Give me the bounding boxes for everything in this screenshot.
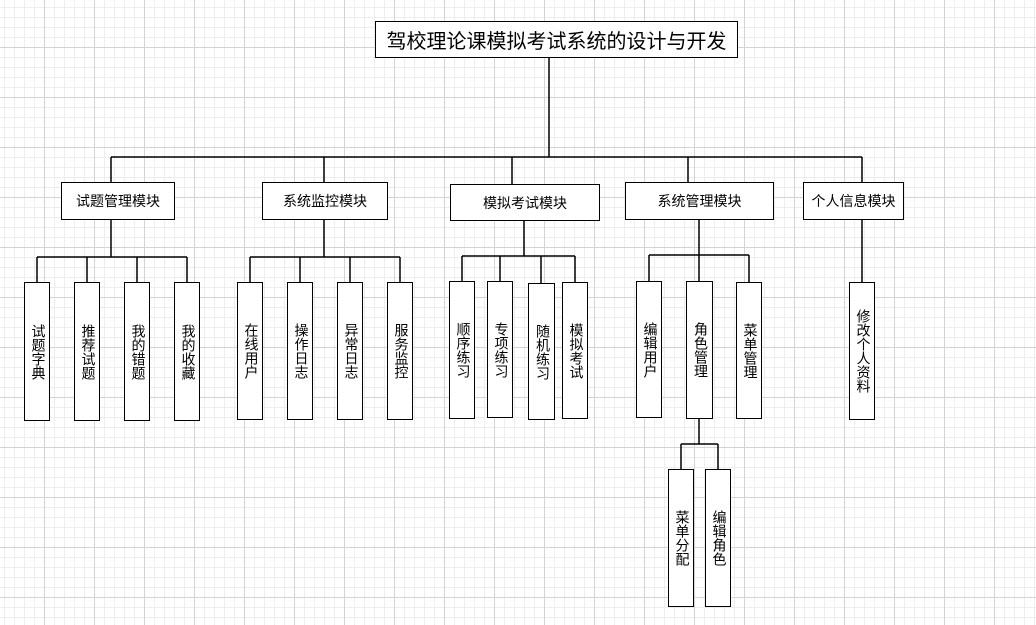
leaf-edit-profile: 修改个人资料 [849, 282, 875, 420]
leaf-service-monitor: 服务监控 [387, 282, 413, 420]
leaf-my-favorites: 我的收藏 [174, 282, 200, 421]
leaf-my-mistakes: 我的错题 [124, 282, 150, 421]
leaf-edit-users: 编辑用户 [636, 281, 662, 418]
leaf-edit-role: 编辑角色 [705, 469, 731, 607]
leaf-menu-assignment: 菜单分配 [668, 469, 694, 607]
module-system-monitoring: 系统监控模块 [262, 182, 388, 220]
leaf-recommended-questions: 推荐试题 [74, 282, 100, 421]
module-system-management: 系统管理模块 [625, 182, 774, 220]
leaf-question-dictionary: 试题字典 [24, 282, 50, 421]
leaf-mock-exam: 模拟考试 [562, 282, 588, 419]
connector-lines [36, 57, 863, 469]
module-question-management: 试题管理模块 [61, 182, 175, 220]
leaf-operation-log: 操作日志 [287, 282, 313, 420]
leaf-sequential-practice: 顺序练习 [449, 281, 475, 419]
leaf-online-users: 在线用户 [237, 282, 263, 420]
module-mock-exam: 模拟考试模块 [450, 184, 600, 221]
leaf-role-management: 角色管理 [686, 281, 713, 419]
diagram-title: 驾校理论课模拟考试系统的设计与开发 [375, 21, 738, 58]
leaf-menu-management: 菜单管理 [736, 282, 762, 419]
leaf-random-practice: 随机练习 [528, 283, 555, 420]
module-personal-info: 个人信息模块 [803, 182, 904, 220]
leaf-exception-log: 异常日志 [337, 282, 363, 420]
leaf-topic-practice: 专项练习 [487, 281, 513, 418]
